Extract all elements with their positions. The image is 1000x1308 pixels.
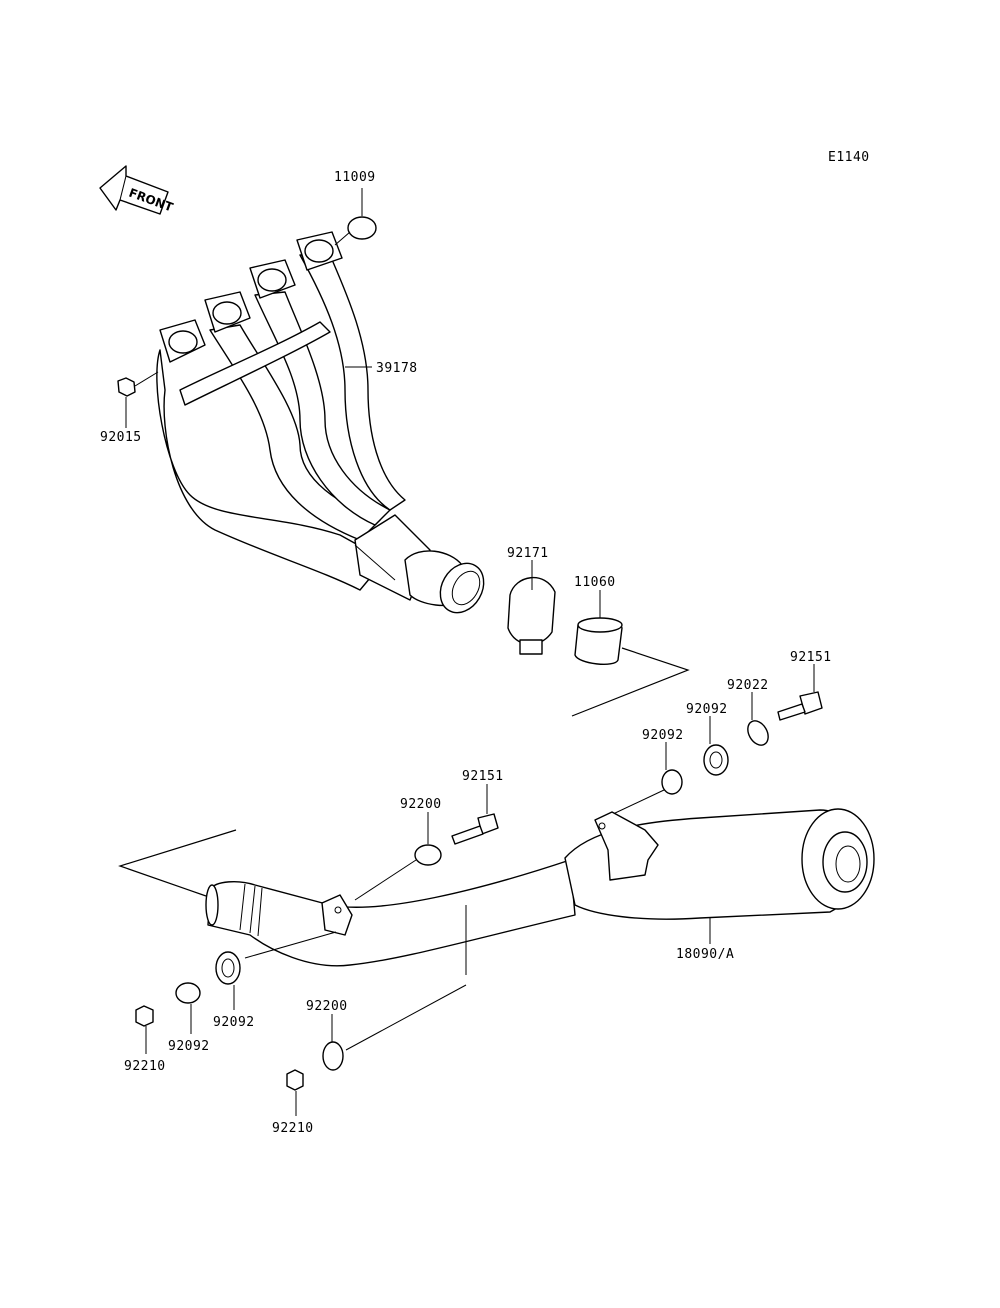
label-92151-b: 92151 bbox=[462, 769, 504, 784]
header-flange bbox=[204, 291, 251, 333]
label-92092-a: 92092 bbox=[686, 702, 728, 717]
diagram-id: E1140 bbox=[828, 150, 870, 165]
sleeve-11060 bbox=[574, 617, 623, 666]
nut-92210-a bbox=[135, 1005, 154, 1027]
muffler bbox=[205, 808, 875, 967]
exhaust-header bbox=[156, 231, 485, 614]
header-flange bbox=[249, 259, 296, 299]
bolt-92151 bbox=[777, 691, 823, 721]
grommet-92092-a bbox=[703, 744, 729, 776]
label-92151-a: 92151 bbox=[790, 650, 832, 665]
header-flange bbox=[159, 319, 206, 363]
label-92022: 92022 bbox=[727, 678, 769, 693]
label-92210-a: 92210 bbox=[124, 1059, 166, 1074]
label-39178: 39178 bbox=[376, 361, 418, 376]
label-18090-a: 18090/A bbox=[676, 947, 734, 962]
clamp-92171 bbox=[507, 576, 556, 655]
washer-92200-a bbox=[414, 844, 442, 866]
label-92171: 92171 bbox=[507, 546, 549, 561]
nut-92210-b bbox=[286, 1069, 304, 1091]
label-92200-b: 92200 bbox=[306, 999, 348, 1014]
label-92092-c: 92092 bbox=[213, 1015, 255, 1030]
grommet-92092-b bbox=[661, 769, 683, 795]
label-92015: 92015 bbox=[100, 430, 142, 445]
header-flange bbox=[296, 231, 343, 271]
washer-92022 bbox=[747, 720, 769, 746]
label-92092-d: 92092 bbox=[168, 1039, 210, 1054]
label-11060: 11060 bbox=[574, 575, 616, 590]
label-11009: 11009 bbox=[334, 170, 376, 185]
nut-92015 bbox=[117, 377, 136, 397]
front-arrow-icon: FRONT bbox=[99, 165, 176, 215]
label-92210-b: 92210 bbox=[272, 1121, 314, 1136]
grommet-92092-c bbox=[215, 951, 241, 985]
label-92092-b: 92092 bbox=[642, 728, 684, 743]
washer-92200-b bbox=[322, 1041, 344, 1071]
bolt-92151 bbox=[451, 813, 499, 845]
grommet-92092-d bbox=[175, 982, 201, 1004]
gasket-11009 bbox=[347, 216, 377, 240]
label-92200-a: 92200 bbox=[400, 797, 442, 812]
